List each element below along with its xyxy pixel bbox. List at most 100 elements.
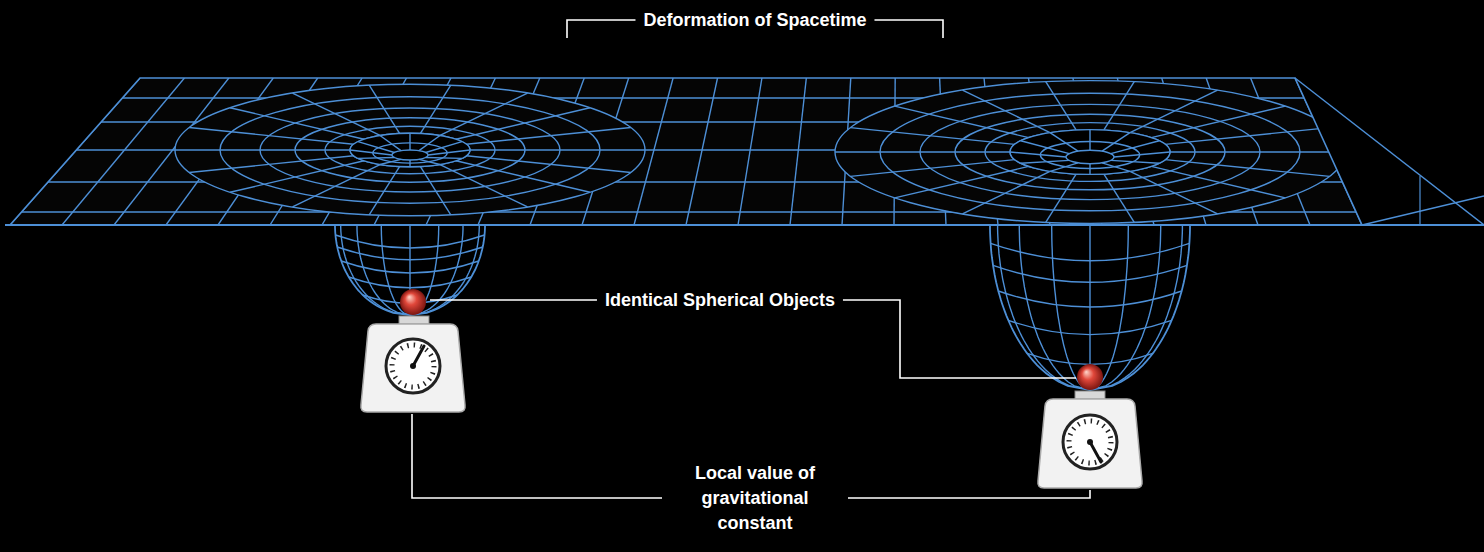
grid-line [582,78,629,225]
well-spoke [1046,174,1076,222]
dial-ticks [392,345,434,387]
well-spoke [1130,90,1218,132]
well-throat [350,133,470,167]
well-spoke [409,160,410,167]
well-spoke [428,150,470,155]
bowl-parallel [349,277,471,288]
well-spoke [835,151,1010,152]
bowl-parallel [993,265,1187,282]
well-spoke [420,167,450,215]
well-spoke [426,142,462,153]
well-spoke [466,127,630,144]
scale-platform [1075,391,1105,399]
bowl-parallel [341,261,478,273]
well-spoke [1102,133,1130,152]
bowl-grid [991,225,1190,390]
scale-platform [399,316,429,324]
grid-line [62,78,184,225]
well-spoke [230,108,364,139]
grid-line [114,78,229,225]
well-spoke [1165,160,1329,177]
well-spoke [419,135,440,150]
bowl-parallel [1027,353,1153,364]
well-spoke [1165,128,1329,145]
well-spoke [440,93,528,135]
bowl-outline [335,225,485,315]
dial-ticks [1069,421,1111,463]
well-spoke [175,149,350,150]
well-spoke [419,159,440,164]
dial-needle [413,346,424,366]
well-spoke [456,161,590,192]
grid-line [738,78,762,225]
well-grid [175,81,1345,224]
grid-line [21,211,1356,212]
bowl-parallel [1008,320,1171,334]
grid-line [790,78,806,225]
well-spoke [1151,106,1285,137]
bowl-parallel [998,291,1181,307]
well-spoke [1114,152,1170,157]
well-spoke [380,135,401,150]
well-ring [325,126,495,174]
plane-flap [1295,78,1484,225]
grid-line [634,78,673,225]
well-ring [1066,150,1114,163]
well-spoke [963,171,1051,213]
well-spoke [1021,160,1069,163]
well-spoke [350,150,392,155]
flat-grid [10,78,1362,225]
well-spoke [1021,141,1069,154]
callout-label: Deformation of Spacetime [635,8,874,33]
plane-edge [5,224,1484,226]
well-spoke [358,142,394,153]
well-spoke [1104,174,1134,222]
well-spoke [1111,160,1159,163]
plane-flap [1362,196,1484,225]
well-spoke [409,133,410,150]
well-spoke [358,157,394,159]
bowl-parallel [991,243,1190,260]
well-spoke [1050,163,1078,172]
well-spoke [1111,141,1159,154]
well-spoke [426,157,462,159]
scale-dial [1063,415,1117,469]
well-throat [1010,130,1170,175]
scale-body [361,324,465,412]
well-spoke [189,156,353,173]
well-spoke [850,160,1014,177]
well-spoke [466,156,630,173]
well-spoke [1104,82,1134,130]
bowl-parallel [337,247,482,260]
well-spoke [1046,82,1076,130]
grid-line [101,121,1315,122]
well-spoke [369,167,399,215]
well-spoke [1170,151,1345,152]
grid-line [530,78,584,225]
well-spoke [420,85,450,133]
well-spoke [230,161,364,192]
well-ring [835,81,1345,224]
well-spoke [456,108,590,139]
dial-hub [1087,439,1093,445]
well-ring [1010,130,1170,175]
grid-line [478,78,540,225]
plane-flap [1419,176,1420,225]
bowl-grid [335,225,484,315]
well-spoke [895,166,1029,197]
well-ring [985,123,1195,182]
sphere [1077,364,1103,390]
sphere [400,289,426,315]
well-spoke [1010,152,1066,157]
well-spoke [293,165,381,207]
well-ring [392,150,428,160]
callout-label: Local value of gravitational constant [662,461,848,536]
bowl-parallel [335,235,484,248]
plane-outline [10,78,1362,225]
well-bowls [335,225,1190,390]
well-spoke [1130,171,1218,213]
well-spoke [963,90,1051,132]
callout-label: Identical Spherical Objects [597,288,843,313]
scale-dial [386,339,440,393]
grid-line [686,78,718,225]
